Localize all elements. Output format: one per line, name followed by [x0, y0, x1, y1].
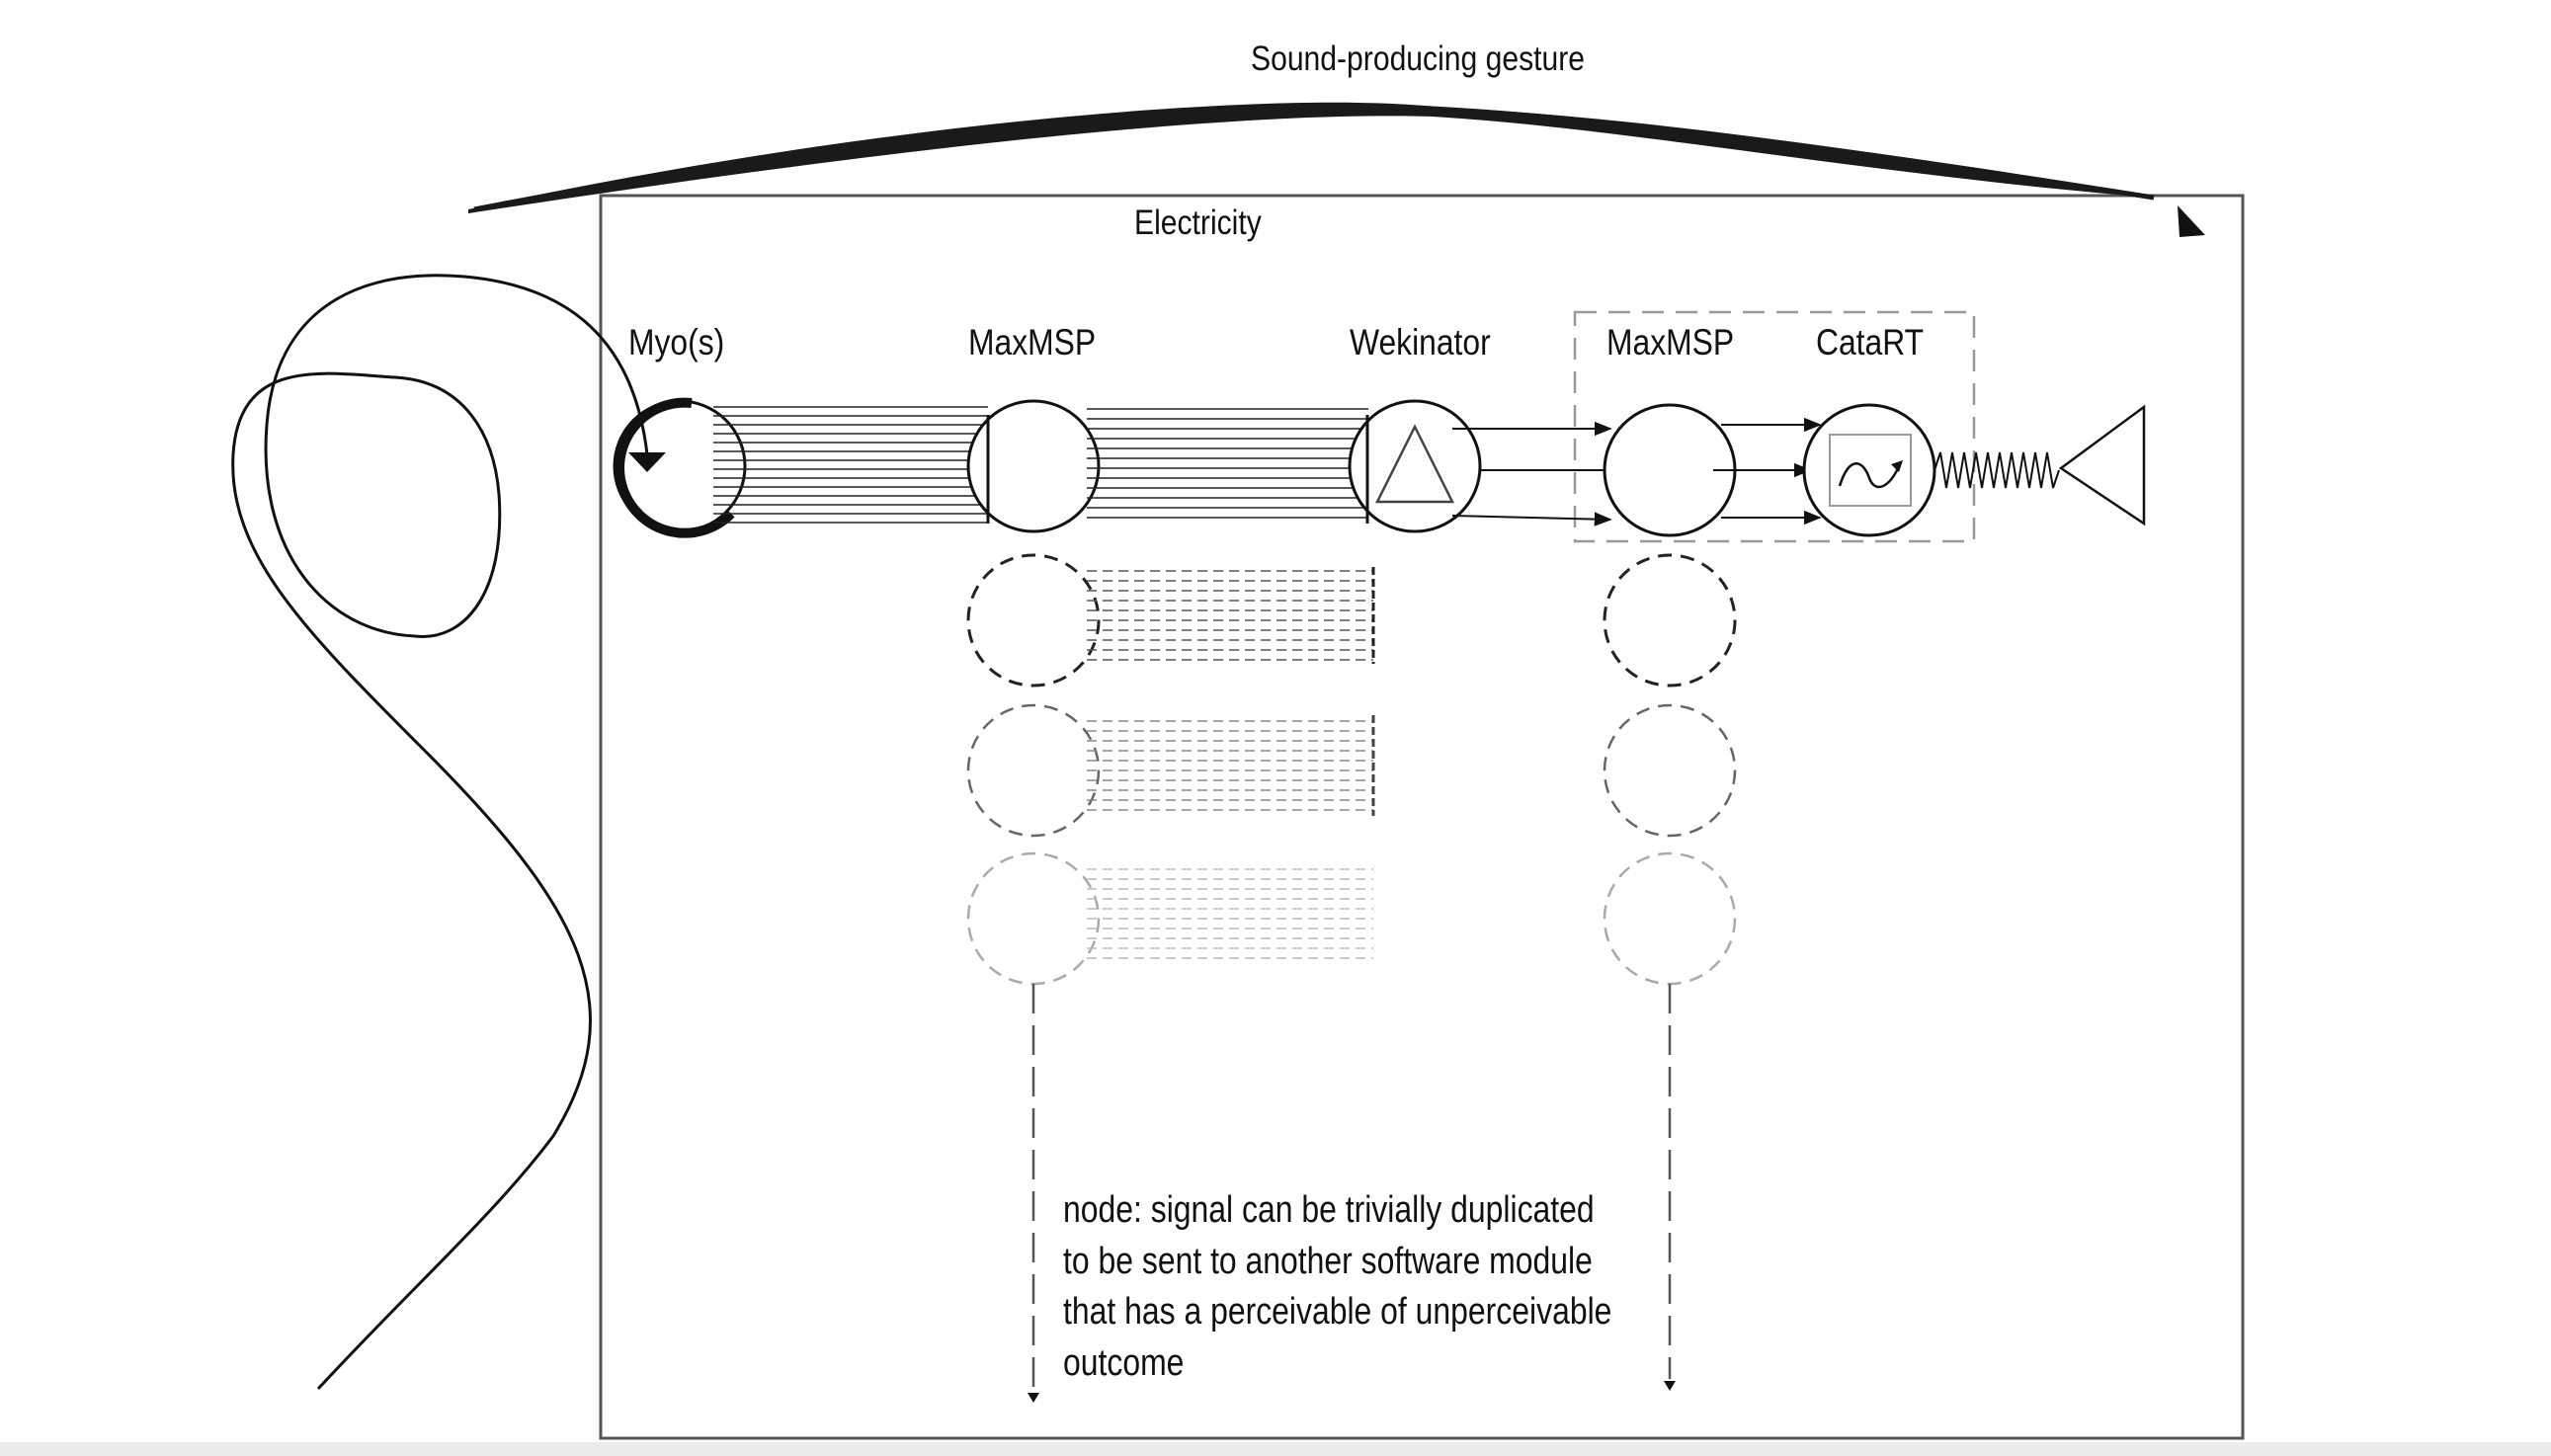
drop-arrow-left — [1028, 1393, 1039, 1403]
wekinator-label: Wekinator — [1350, 322, 1491, 363]
arrows-wekinator-maxmsp — [1451, 421, 1622, 526]
note-line: outcome — [1063, 1341, 1185, 1384]
output-group-box — [1573, 310, 1976, 543]
myo-node — [613, 397, 747, 538]
duplicate-node-1b — [966, 703, 1101, 838]
duplicate-node-2b — [1603, 703, 1737, 838]
duplicate-node-2c — [1603, 851, 1737, 986]
arrows-maxmsp-catart — [1713, 417, 1822, 526]
signal-bundle-maxmsp-wekinator — [1087, 408, 1368, 519]
maxmsp-label-1: MaxMSP — [968, 322, 1097, 363]
electricity-frame — [599, 194, 2245, 1440]
maxmsp-node-1 — [966, 399, 1101, 533]
bottom-edge — [0, 1442, 2551, 1456]
signal-bundle-myo-maxmsp — [713, 406, 988, 524]
speaker-icon — [2058, 404, 2146, 526]
duplicate-node-1c — [966, 851, 1101, 986]
duplicate-node-2a — [1603, 553, 1737, 688]
catart-label: CataRT — [1816, 322, 1925, 363]
drop-arrow-right — [1664, 1381, 1676, 1391]
waveform-box-icon — [1829, 434, 1912, 507]
duplicate-bundle-1 — [1087, 570, 1373, 661]
gesture-arrowhead — [2178, 205, 2205, 237]
electricity-label: Electricity — [1134, 203, 1262, 242]
duplicate-node-1a — [966, 553, 1101, 688]
myo-arrowhead — [628, 452, 666, 472]
note-line: to be sent to another software module — [1063, 1240, 1593, 1282]
note-line: node: signal can be trivially duplicated — [1063, 1189, 1595, 1231]
duplication-note: node: signal can be trivially duplicated… — [1063, 1185, 1661, 1389]
maxmsp-label-2: MaxMSP — [1606, 322, 1735, 363]
duplicate-bundle-2 — [1087, 720, 1373, 811]
sound-wave-squiggle — [1934, 451, 2060, 489]
wekinator-node — [1348, 399, 1482, 533]
model-triangle-icon — [1374, 424, 1455, 504]
gesture-loop-line — [231, 274, 649, 1391]
gesture-arc-stroke — [473, 104, 2155, 212]
note-line: that has a perceivable of unperceivable — [1063, 1291, 1612, 1333]
gesture-arc — [468, 102, 2154, 213]
waveform-curve-icon — [1838, 462, 1901, 489]
catart-node — [1802, 403, 1936, 537]
gesture-label: Sound-producing gesture — [1251, 40, 1586, 78]
myo-label: Myo(s) — [628, 322, 725, 363]
duplicate-bundle-3 — [1087, 868, 1373, 959]
